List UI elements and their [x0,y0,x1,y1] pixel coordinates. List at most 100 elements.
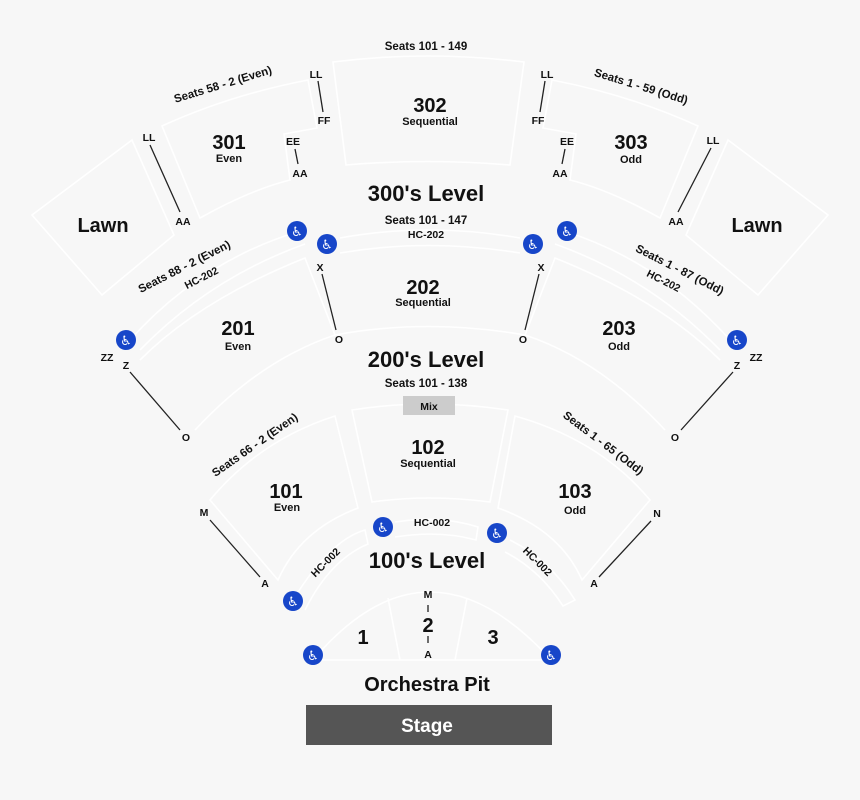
section-201-outline [139,256,337,431]
section-102[interactable]: 102 [411,437,444,459]
row-label: ZZ [101,352,114,364]
hc202-top-outer [339,229,521,239]
seats-range-102: Seats 101 - 138 [385,378,468,390]
section-101[interactable]: 101 [269,481,302,503]
row-label: AA [668,216,684,228]
row-label: X [316,262,323,274]
svg-text:♿: ♿ [291,225,303,240]
hc-label: HC-202 [408,229,444,241]
level-200-title: 200's Level [368,347,485,372]
row-lines [129,80,734,643]
row-label: LL [310,69,323,81]
svg-text:♿: ♿ [287,595,299,610]
hc002-left-outline [292,528,369,611]
accessible-icons: ♿ ♿ ♿ ♿ ♿ ♿ ♿ ♿ ♿ ♿ ♿ [116,221,747,665]
stage-label: Stage [401,716,453,737]
wheelchair-icon: ♿ [727,330,747,350]
svg-text:♿: ♿ [491,527,503,542]
section-103[interactable]: 103 [558,481,591,503]
lawn-right-outline [685,138,830,297]
seats-range-103: Seats 1 - 65 (Odd) [560,410,645,478]
svg-text:♿: ♿ [120,334,132,349]
orchestra-outline [311,591,553,661]
section-203[interactable]: 203 [602,318,635,340]
section-103-outline [497,414,652,582]
row-label: O [182,432,190,444]
section-302[interactable]: 302 [413,95,446,117]
row-label: N [653,508,661,520]
section-order: Odd [620,154,642,166]
row-label: AA [292,168,308,180]
svg-text:♿: ♿ [377,521,389,536]
section-lawn-right[interactable]: Lawn [731,215,782,237]
row-label: LL [707,135,720,147]
seats-range-101: Seats 66 - 2 (Even) [210,411,300,479]
row-label: A [261,578,269,590]
row-label: LL [143,132,156,144]
row-label: M [424,589,433,601]
section-order: Odd [608,341,630,353]
section-order: Sequential [402,116,458,128]
section-303[interactable]: 303 [614,132,647,154]
row-label: EE [286,136,300,148]
section-301[interactable]: 301 [212,132,245,154]
row-label: Z [123,360,130,372]
row-label: O [519,334,527,346]
section-outlines [30,55,830,661]
seats-range-303: Seats 1 - 59 (Odd) [593,67,690,107]
orchestra-dividers [387,597,468,661]
hc002-center-outline [394,518,479,542]
hc002-right-outline [504,539,577,608]
svg-text:♿: ♿ [545,649,557,664]
row-label: Z [734,360,741,372]
section-order: Even [216,153,243,165]
row-label: ZZ [750,352,763,364]
section-101-outline [208,414,359,582]
row-label: A [590,578,598,590]
row-label: O [335,334,343,346]
svg-text:♿: ♿ [321,238,333,253]
section-lawn-left[interactable]: Lawn [77,215,128,237]
wheelchair-icon: ♿ [541,645,561,665]
section-1[interactable]: 1 [357,627,368,649]
orchestra-pit[interactable]: Orchestra Pit [364,674,490,696]
section-3[interactable]: 3 [487,627,498,649]
level-300-title: 300's Level [368,181,485,206]
section-order: Even [225,341,252,353]
hc202-top-inner [339,244,521,254]
section-order: Sequential [400,458,456,470]
wheelchair-icon: ♿ [287,221,307,241]
section-201[interactable]: 201 [221,318,254,340]
lawn-left-outline [30,138,175,297]
seats-range-301: Seats 58 - 2 (Even) [173,64,274,105]
wheelchair-icon: ♿ [557,221,577,241]
svg-text:♿: ♿ [307,649,319,664]
section-202[interactable]: 202 [406,277,439,299]
row-label: EE [560,136,574,148]
level-100-title: 100's Level [369,548,486,573]
svg-text:♿: ♿ [527,238,539,253]
wheelchair-icon: ♿ [303,645,323,665]
seats-range-302: Seats 101 - 149 [385,41,467,53]
hc-label: HC-002 [414,517,450,529]
section-2[interactable]: 2 [422,615,433,637]
wheelchair-icon: ♿ [116,330,136,350]
hc202-left-outer [129,231,298,341]
row-label: O [671,432,679,444]
mix-box [403,396,455,415]
svg-text:♿: ♿ [561,225,573,240]
section-303-outline [542,79,700,220]
hc202-left-inner [139,243,306,351]
stage [306,705,552,745]
section-301-outline [160,79,318,220]
section-302-outline [332,55,525,166]
row-label: LL [541,69,554,81]
section-order: Even [274,502,301,514]
mix-label: Mix [420,401,438,413]
wheelchair-icon: ♿ [283,591,303,611]
wheelchair-icon: ♿ [373,517,393,537]
svg-text:♿: ♿ [731,334,743,349]
hc202-right-outer [566,231,731,341]
row-label: A [424,649,432,661]
row-label: X [537,262,544,274]
